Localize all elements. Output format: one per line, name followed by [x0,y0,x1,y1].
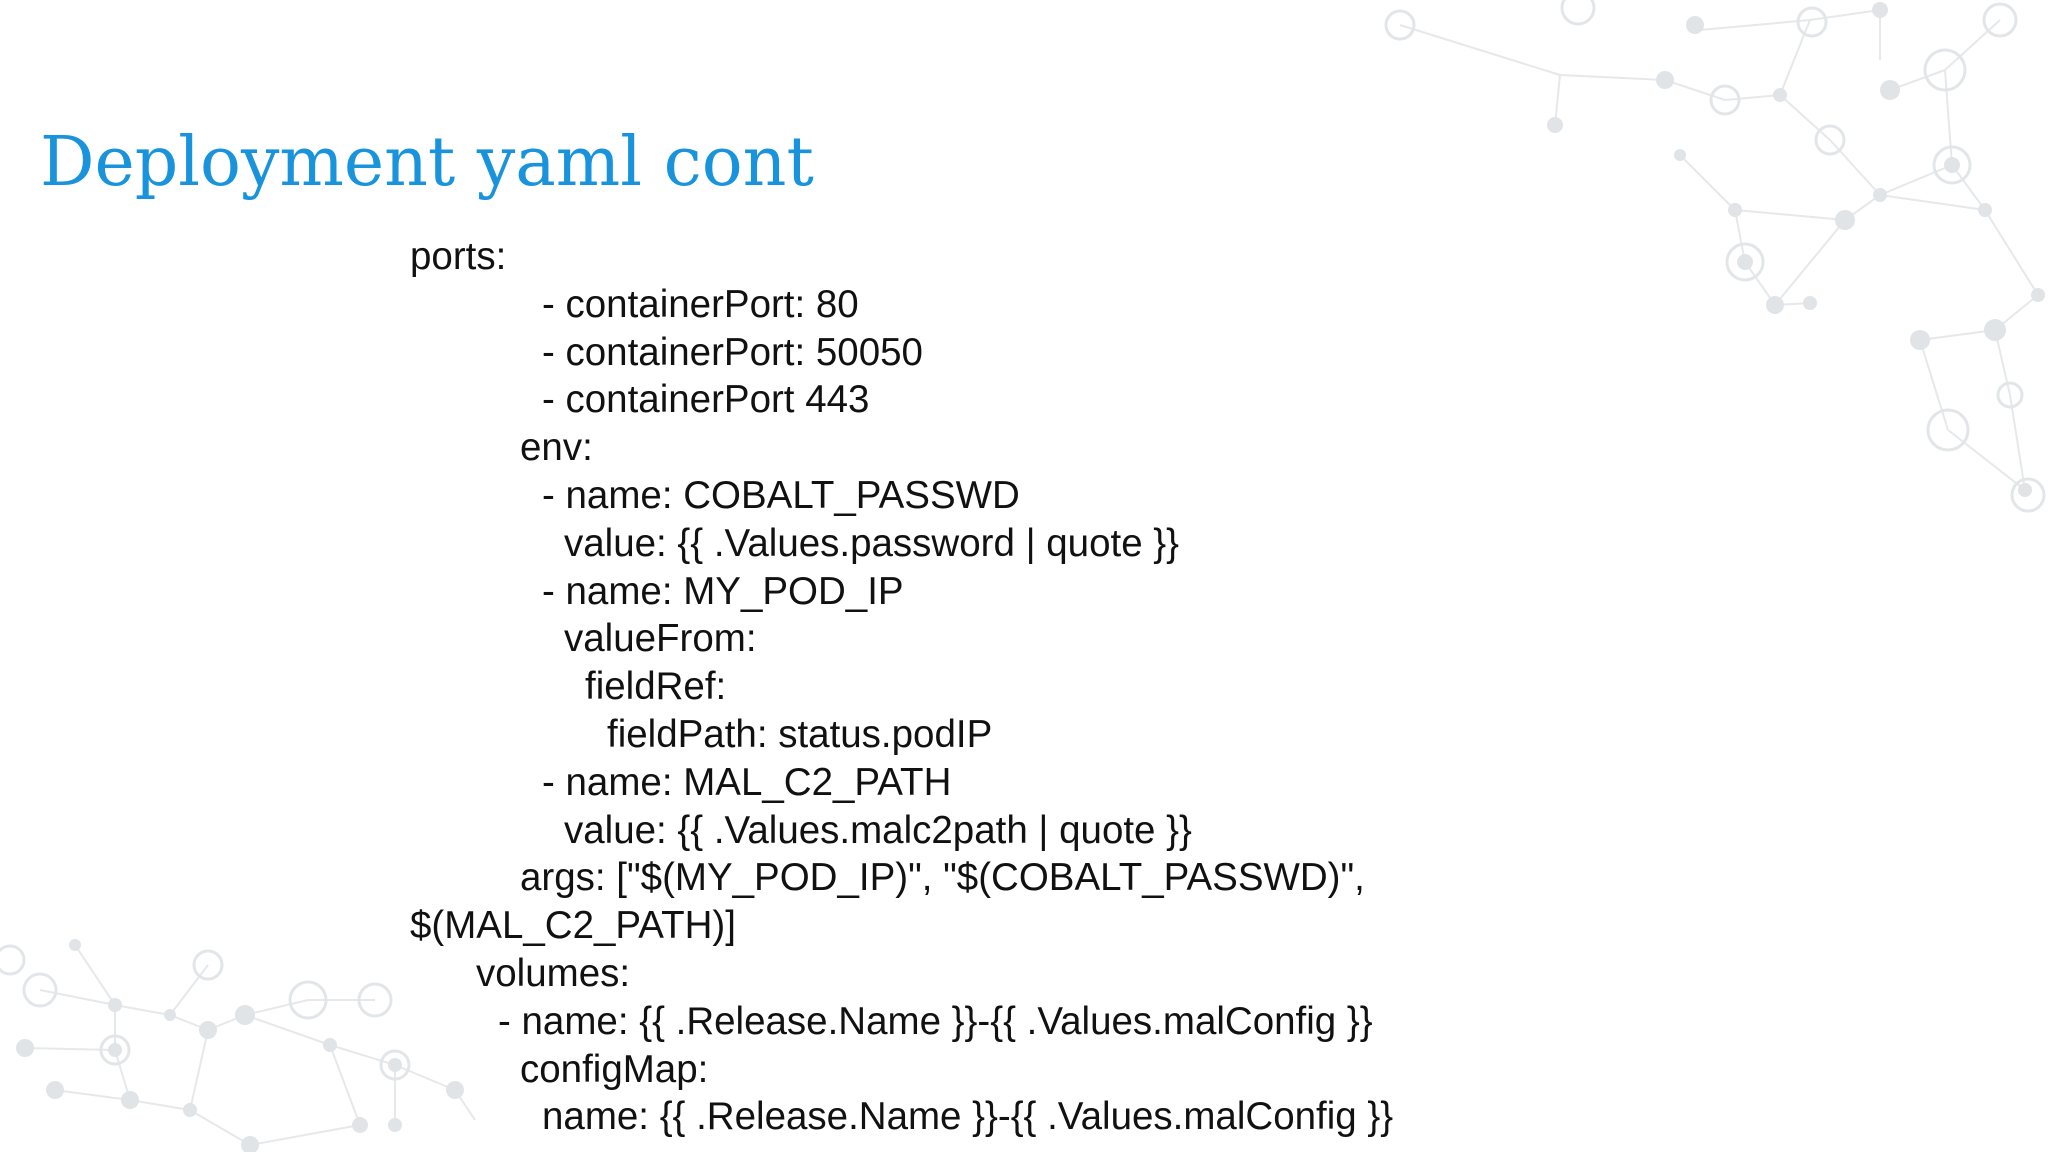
yaml-line: name: {{ .Release.Name }}-{{ .Values.mal… [542,1095,1394,1139]
yaml-line: - name: MAL_C2_PATH [542,760,952,804]
yaml-line: args: ["$(MY_POD_IP)", "$(COBALT_PASSWD)… [520,856,1365,900]
yaml-line: - name: MY_POD_IP [542,569,904,613]
yaml-line: ports: [410,235,507,278]
yaml-line: - name: {{ .Release.Name }}-{{ .Values.m… [498,999,1373,1043]
yaml-line: value: {{ .Values.malc2path | quote }} [564,808,1192,852]
yaml-line: configMap: [520,1047,709,1091]
yaml-line: fieldRef: [585,665,727,709]
yaml-line: - containerPort: 50050 [542,330,923,374]
yaml-line: volumes: [476,951,631,995]
yaml-line: valueFrom: [564,617,757,661]
yaml-line: - containerPort: 80 [542,282,859,326]
yaml-line: env: [520,426,593,470]
yaml-line: value: {{ .Values.password | quote }} [564,521,1180,565]
yaml-line: fieldPath: status.podIP [607,712,993,756]
yaml-code-block: ports: - containerPort: 80 - containerPo… [410,233,1393,1141]
yaml-line: - name: COBALT_PASSWD [542,473,1020,517]
yaml-line: $(MAL_C2_PATH)] [410,904,736,948]
slide-title: Deployment yaml cont [40,123,814,202]
yaml-line: - containerPort 443 [542,378,870,422]
